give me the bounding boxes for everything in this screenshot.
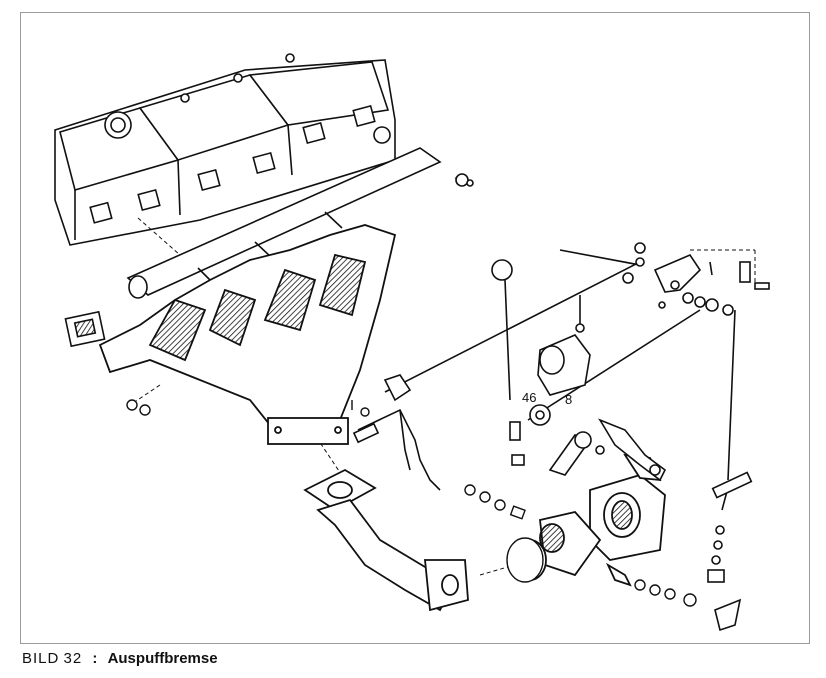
linkage-bracket [622,242,770,312]
manifold-bolts [126,399,370,417]
cylinder-head [54,53,396,246]
pipe-seal-ring [506,537,544,583]
caption-number: 32 [63,650,83,667]
exhaust-downpipe [303,468,469,612]
caption-separator: : [92,650,98,667]
callout-46: 46 [522,390,536,405]
brake-lever [509,404,605,476]
vacuum-cylinder [537,295,591,396]
valve-support-bracket [598,418,667,482]
valve-hardware [464,484,697,607]
figure-frame [20,12,810,644]
callout-8: 8 [565,392,572,407]
brake-linkage [352,249,701,491]
right-control-rod [707,304,753,632]
figure-caption: BILD 32 : Auspuffbremse [22,650,218,667]
exhaust-manifold [98,224,397,445]
caption-title: Auspuffbremse [107,650,218,667]
manifold-gasket [64,310,106,348]
exploded-view-drawing: 46 8 [54,53,770,632]
caption-prefix: BILD [22,650,60,667]
